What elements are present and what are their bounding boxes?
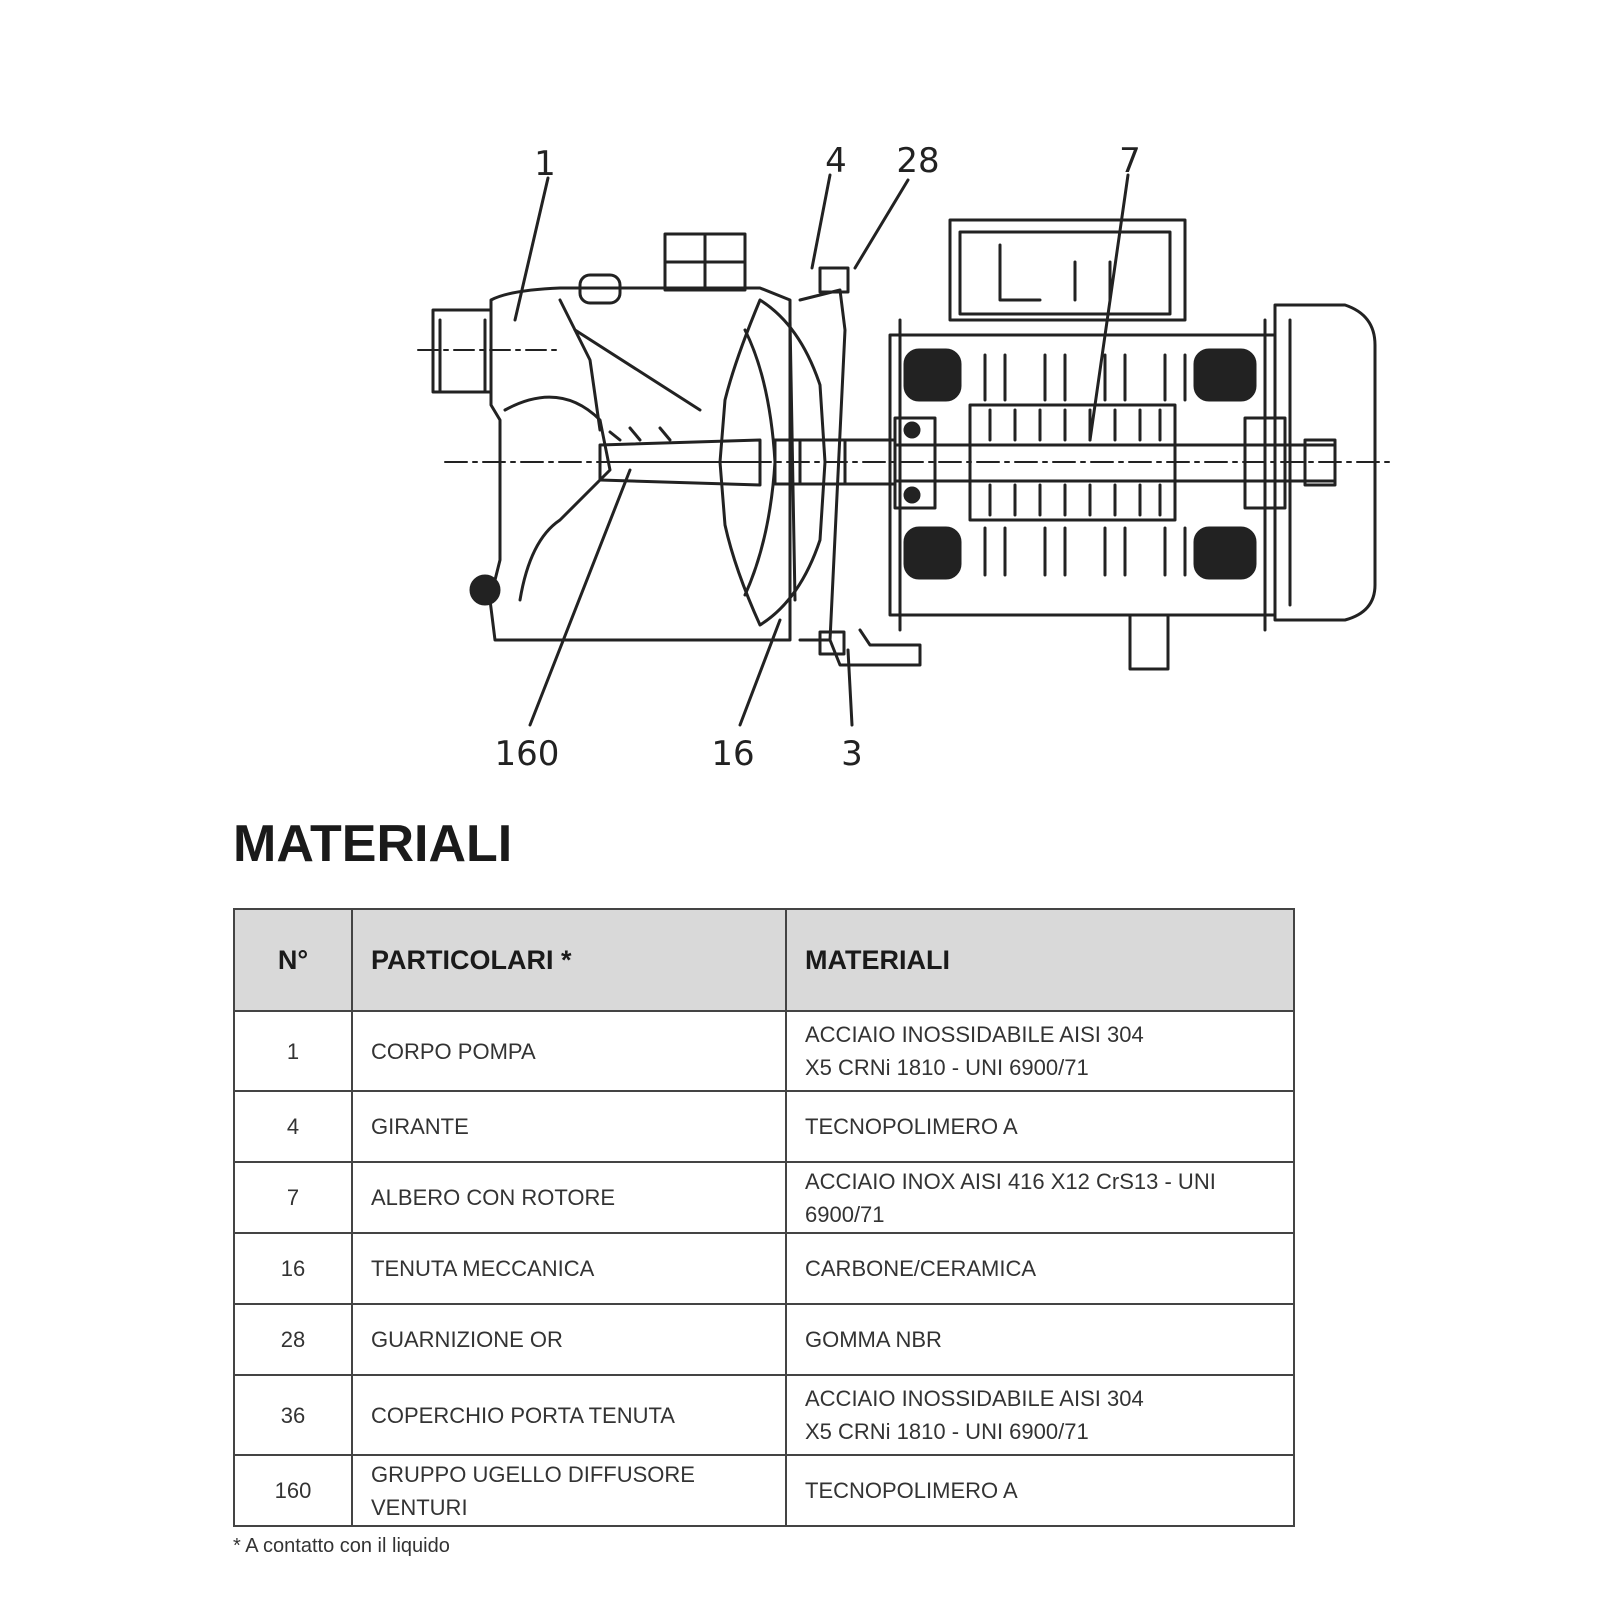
impeller — [718, 298, 827, 627]
row-part: CORPO POMPA — [351, 1010, 787, 1092]
row-material: TECNOPOLIMERO A — [785, 1454, 1295, 1527]
table-row: 4 GIRANTE TECNOPOLIMERO A — [233, 1090, 1295, 1163]
row-material-line: GOMMA NBR — [805, 1327, 942, 1352]
callout-28: 28 — [896, 141, 939, 181]
row-number: 28 — [233, 1303, 353, 1376]
row-number: 160 — [233, 1454, 353, 1527]
row-number: 4 — [233, 1090, 353, 1163]
footnote: * A contatto con il liquido — [233, 1535, 450, 1557]
pump-cross-section-diagram: 1 4 28 7 160 16 3 — [417, 141, 1396, 774]
row-material-line: TECNOPOLIMERO A — [805, 1478, 1018, 1503]
callout-1: 1 — [534, 144, 556, 184]
row-material-line: CARBONE/CERAMICA — [805, 1256, 1037, 1281]
row-material: CARBONE/CERAMICA — [785, 1232, 1295, 1305]
pump-body — [488, 286, 792, 642]
header-number: N° — [233, 908, 353, 1012]
table-header-row: N° PARTICOLARI * MATERIALI — [233, 908, 1295, 1012]
table-row: 28 GUARNIZIONE OR GOMMA NBR — [233, 1303, 1295, 1376]
row-number: 7 — [233, 1161, 353, 1234]
row-material: GOMMA NBR — [785, 1303, 1295, 1376]
materials-table: N° PARTICOLARI * MATERIALI 1 CORPO POMPA… — [233, 908, 1295, 1527]
section-title: MATERIALI — [233, 815, 513, 873]
table-row: 16 TENUTA MECCANICA CARBONE/CERAMICA — [233, 1232, 1295, 1305]
row-material-line: TECNOPOLIMERO A — [805, 1114, 1018, 1139]
row-number: 16 — [233, 1232, 353, 1305]
row-number: 36 — [233, 1374, 353, 1456]
row-material: ACCIAIO INOSSIDABILE AISI 304 X5 CRNi 18… — [785, 1374, 1295, 1456]
row-part: GUARNIZIONE OR — [351, 1303, 787, 1376]
row-number: 1 — [233, 1010, 353, 1092]
callout-4: 4 — [825, 141, 847, 181]
row-material-line: ACCIAIO INOSSIDABILE AISI 304 — [805, 1386, 1144, 1411]
table-row: 36 COPERCHIO PORTA TENUTA ACCIAIO INOSSI… — [233, 1374, 1295, 1456]
row-material: TECNOPOLIMERO A — [785, 1090, 1295, 1163]
row-material: ACCIAIO INOX AISI 416 X12 CrS13 - UNI 69… — [785, 1161, 1295, 1234]
header-material: MATERIALI — [785, 908, 1295, 1012]
callout-3: 3 — [841, 734, 863, 774]
row-part: ALBERO CON ROTORE — [351, 1161, 787, 1234]
row-material-line: ACCIAIO INOX AISI 416 X12 CrS13 - UNI 69… — [805, 1168, 1216, 1227]
callout-7: 7 — [1119, 141, 1141, 181]
table-row: 7 ALBERO CON ROTORE ACCIAIO INOX AISI 41… — [233, 1161, 1295, 1234]
row-part: TENUTA MECCANICA — [351, 1232, 787, 1305]
row-material-line: ACCIAIO INOSSIDABILE AISI 304 — [805, 1022, 1144, 1047]
row-part: COPERCHIO PORTA TENUTA — [351, 1374, 787, 1456]
row-material-line: X5 CRNi 1810 - UNI 6900/71 — [805, 1055, 1089, 1080]
row-material: ACCIAIO INOSSIDABILE AISI 304 X5 CRNi 18… — [785, 1010, 1295, 1092]
row-part: GIRANTE — [351, 1090, 787, 1163]
row-part: GRUPPO UGELLO DIFFUSORE VENTURI — [351, 1454, 787, 1527]
table-row: 160 GRUPPO UGELLO DIFFUSORE VENTURI TECN… — [233, 1454, 1295, 1527]
row-material-line: X5 CRNi 1810 - UNI 6900/71 — [805, 1419, 1089, 1444]
callout-16: 16 — [711, 734, 754, 774]
header-part: PARTICOLARI * — [351, 908, 787, 1012]
callout-160: 160 — [495, 734, 560, 774]
table-row: 1 CORPO POMPA ACCIAIO INOSSIDABILE AISI … — [233, 1010, 1295, 1092]
fan-cover — [1273, 303, 1377, 622]
